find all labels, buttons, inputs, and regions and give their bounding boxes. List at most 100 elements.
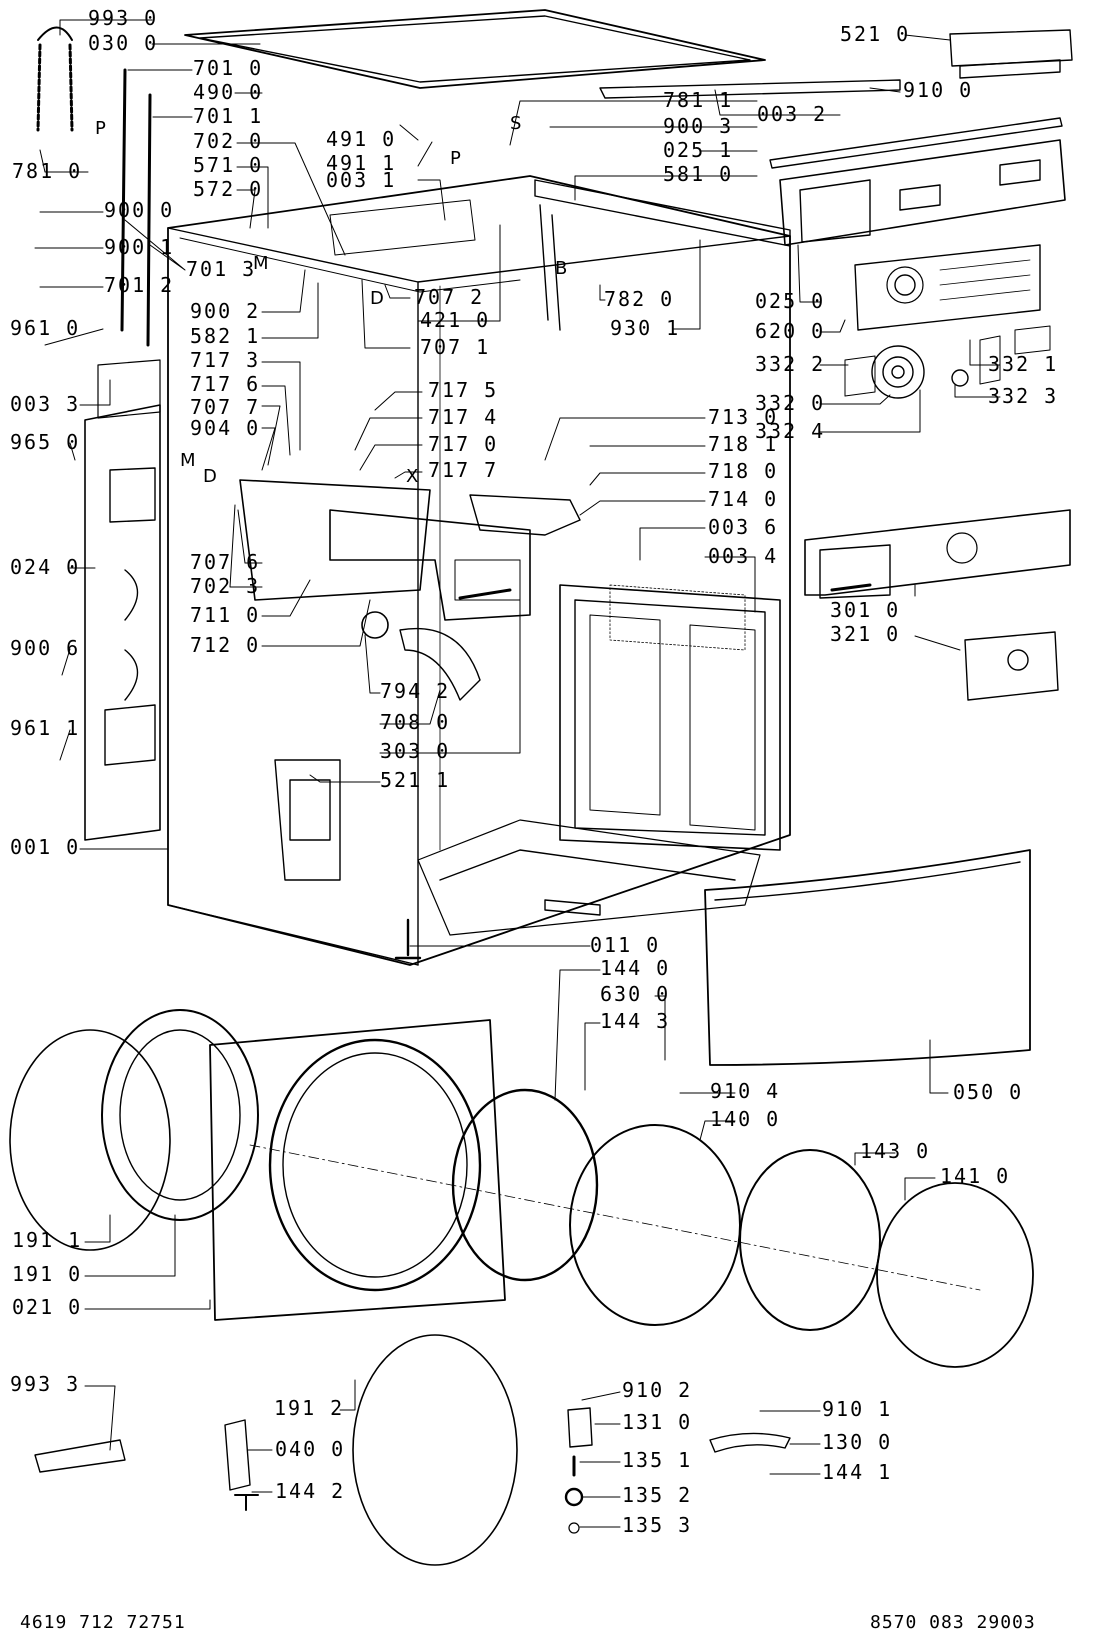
part-label-9001: 900 1 xyxy=(104,235,175,259)
rail-0032 xyxy=(599,79,901,99)
part-label-1911: 191 1 xyxy=(12,1228,83,1252)
part-label-0036: 003 6 xyxy=(708,515,779,539)
part-label-7012: 701 2 xyxy=(104,273,175,297)
part-label-0250: 025 0 xyxy=(755,289,826,313)
ring-7942 xyxy=(361,611,389,639)
part-label-1400: 140 0 xyxy=(710,1107,781,1131)
part-label-7072: 707 2 xyxy=(414,285,485,309)
leader-lines xyxy=(34,19,1001,1528)
part-label-5211: 521 1 xyxy=(380,768,451,792)
door-ring-1440 xyxy=(451,1088,599,1282)
part-label-0500: 050 0 xyxy=(953,1080,1024,1104)
top-lid xyxy=(184,9,766,89)
side-panel-left xyxy=(84,359,161,841)
part-label-3322: 332 2 xyxy=(755,352,826,376)
module-5210 xyxy=(949,29,1073,79)
part-label-3210: 321 0 xyxy=(830,622,901,646)
rod-7010 xyxy=(120,68,127,332)
part-label-7110: 711 0 xyxy=(190,603,261,627)
callout-letter-d2: D xyxy=(203,466,217,487)
tool-9933 xyxy=(34,1439,126,1473)
part-label-0033: 003 3 xyxy=(10,392,81,416)
part-label-9610: 961 0 xyxy=(10,316,81,340)
part-label-0210: 021 0 xyxy=(12,1295,83,1319)
drum-seal xyxy=(9,1009,259,1251)
cabinet-base xyxy=(417,819,761,936)
drawing-number: 4619 712 72751 xyxy=(20,1612,186,1633)
part-label-9006: 900 6 xyxy=(10,636,81,660)
part-label-7023: 702 3 xyxy=(190,574,261,598)
part-label-7811: 781 1 xyxy=(663,88,734,112)
facia-3010 xyxy=(804,509,1071,599)
part-label-5821: 582 1 xyxy=(190,324,261,348)
part-label-7010: 701 0 xyxy=(193,56,264,80)
callout-letter-p2: P xyxy=(450,148,461,169)
part-label-0400: 040 0 xyxy=(275,1437,346,1461)
door-glass-1410 xyxy=(876,1182,1034,1368)
part-label-7820: 782 0 xyxy=(604,287,675,311)
part-label-7140: 714 0 xyxy=(708,487,779,511)
top-rail xyxy=(534,179,791,331)
part-label-3321: 332 1 xyxy=(988,352,1059,376)
part-label-7077: 707 7 xyxy=(190,395,261,419)
part-label-1440: 144 0 xyxy=(600,956,671,980)
part-label-3030: 303 0 xyxy=(380,739,451,763)
part-label-4900: 490 0 xyxy=(193,80,264,104)
part-label-1912: 191 2 xyxy=(274,1396,345,1420)
dispenser-assembly xyxy=(239,479,531,621)
part-label-5210: 521 0 xyxy=(840,22,911,46)
part-label-3324: 332 4 xyxy=(755,419,826,443)
strip-0251 xyxy=(769,117,1063,169)
part-label-7170: 717 0 xyxy=(428,432,499,456)
part-label-1441: 144 1 xyxy=(822,1460,893,1484)
part-label-3010: 301 0 xyxy=(830,598,901,622)
part-label-5720: 572 0 xyxy=(193,177,264,201)
module-5211 xyxy=(274,759,341,881)
callout-letter-p1: P xyxy=(95,118,106,139)
cabinet-body xyxy=(167,175,791,966)
part-label-5810: 581 0 xyxy=(663,162,734,186)
part-label-0110: 011 0 xyxy=(590,933,661,957)
part-label-0240: 024 0 xyxy=(10,555,81,579)
part-label-9101: 910 1 xyxy=(822,1397,893,1421)
callout-letter-d1: D xyxy=(370,288,384,309)
part-label-9104: 910 4 xyxy=(710,1079,781,1103)
part-label-9933: 993 3 xyxy=(10,1372,81,1396)
foot-0110 xyxy=(394,918,422,960)
part-label-0032: 003 2 xyxy=(757,102,828,126)
part-label-4911: 491 1 xyxy=(326,151,397,175)
part-label-7180: 718 0 xyxy=(708,459,779,483)
part-label-7120: 712 0 xyxy=(190,633,261,657)
part-label-7177: 717 7 xyxy=(428,458,499,482)
part-label-7942: 794 2 xyxy=(380,679,451,703)
hinge-0400 xyxy=(224,1419,251,1491)
part-label-1910: 191 0 xyxy=(12,1262,83,1286)
knob-assembly xyxy=(844,325,1051,399)
part-label-1430: 143 0 xyxy=(860,1139,931,1163)
part-label-9301: 930 1 xyxy=(610,316,681,340)
part-label-1300: 130 0 xyxy=(822,1430,893,1454)
spring-1352 xyxy=(564,1487,584,1507)
facia-insert xyxy=(964,631,1059,701)
part-label-0010: 001 0 xyxy=(10,835,81,859)
control-board xyxy=(854,244,1041,331)
part-label-7130: 713 0 xyxy=(708,405,779,429)
part-label-0251: 025 1 xyxy=(663,138,734,162)
part-label-1353: 135 3 xyxy=(622,1513,693,1537)
part-label-7173: 717 3 xyxy=(190,348,261,372)
callout-letter-b: B xyxy=(555,258,568,279)
callout-letter-s: S xyxy=(510,113,522,134)
door-ring-1430 xyxy=(739,1149,881,1331)
part-label-9930: 993 0 xyxy=(88,6,159,30)
part-label-9611: 961 1 xyxy=(10,716,81,740)
panel-frame-0250 xyxy=(779,139,1066,246)
part-label-1351: 135 1 xyxy=(622,1448,693,1472)
part-label-3320: 332 0 xyxy=(755,391,826,415)
part-label-9650: 965 0 xyxy=(10,430,81,454)
handle-1300 xyxy=(709,1432,791,1453)
part-label-1442: 144 2 xyxy=(275,1479,346,1503)
door-ring-1400 xyxy=(569,1124,741,1326)
document-number: 8570 083 29003 xyxy=(870,1612,1036,1633)
part-label-5710: 571 0 xyxy=(193,153,264,177)
